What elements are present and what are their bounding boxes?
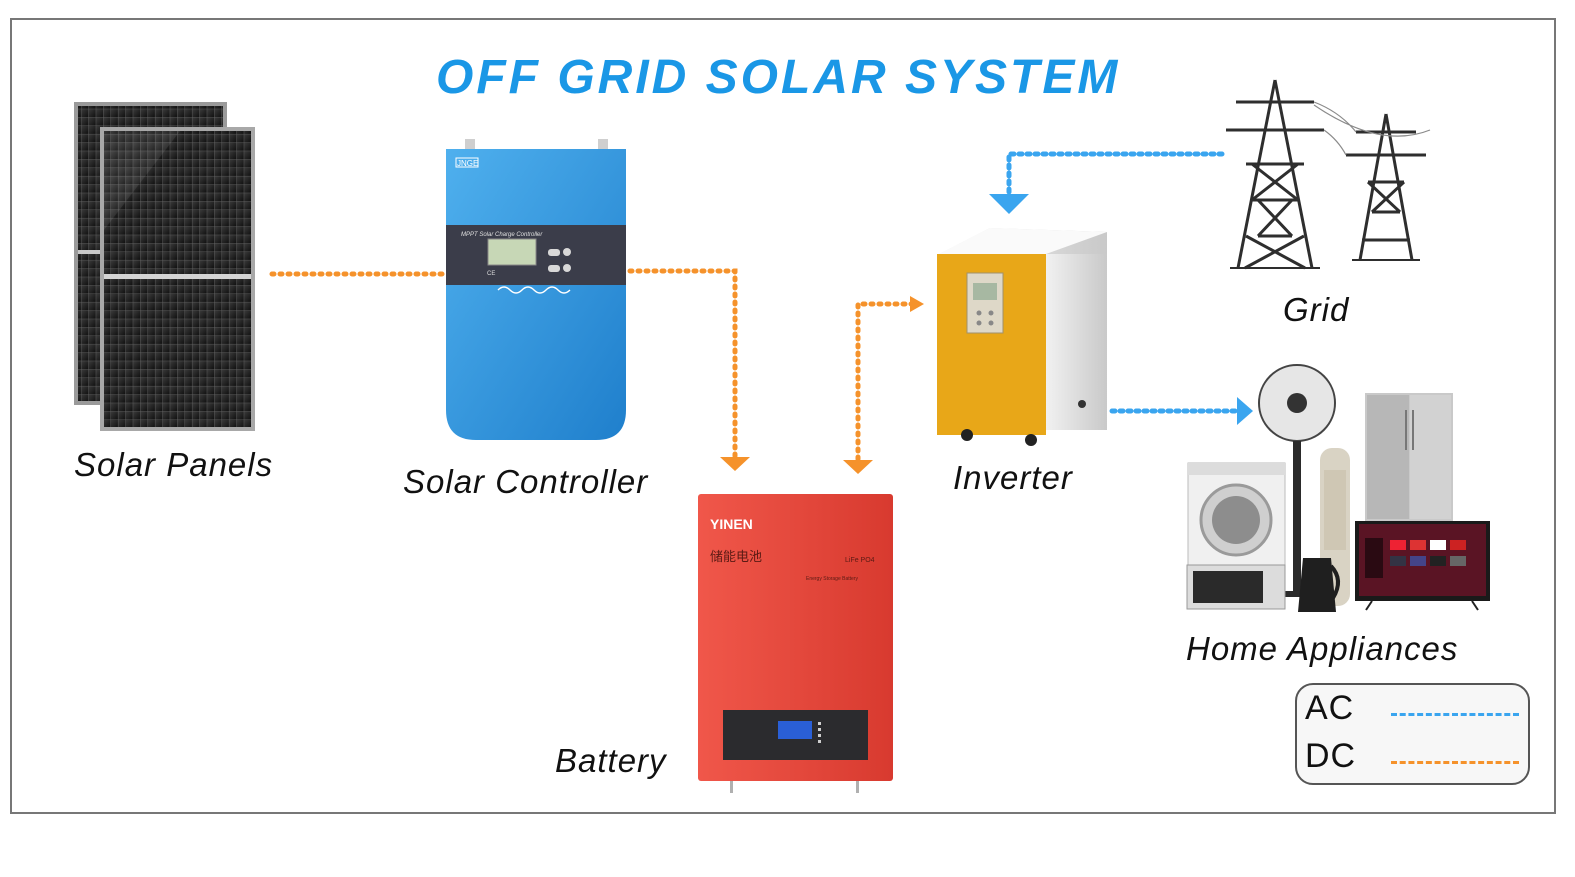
controller-brand-text: JNGE xyxy=(457,159,478,168)
home-appliances-icon xyxy=(1186,364,1490,612)
dc-arrow-into-battery-right xyxy=(843,460,873,474)
battery-subtitle-text: Energy Storage Battery xyxy=(806,576,858,582)
dc-arrow-into-battery xyxy=(720,457,750,471)
dc-arrow-into-inverter xyxy=(910,296,924,312)
solar-controller-icon: JNGE MPPT Solar Charge Controller CE xyxy=(446,139,626,440)
legend-label-ac: AC xyxy=(1305,689,1355,727)
battery-brand-text: YINEN xyxy=(710,516,753,532)
legend: AC DC xyxy=(1295,683,1530,785)
solar-panels-icon xyxy=(74,102,255,431)
battery-chemistry-text: LiFe PO4 xyxy=(845,557,875,564)
inverter-icon xyxy=(937,228,1107,446)
diagram-title: OFF GRID SOLAR SYSTEM xyxy=(436,51,1121,104)
dc-line-battery-to-inverter xyxy=(855,301,915,462)
ac-line-grid-to-inverter xyxy=(1006,151,1225,195)
battery-label: Battery xyxy=(555,742,667,779)
legend-line-ac xyxy=(1391,713,1519,716)
controller-ce-mark: CE xyxy=(487,271,495,277)
grid-towers-icon xyxy=(1226,79,1431,270)
dc-line-controller-to-battery xyxy=(627,268,738,463)
battery-chinese-text: 储能电池 xyxy=(710,550,762,565)
legend-label-dc: DC xyxy=(1305,737,1357,775)
ac-arrow-into-inverter xyxy=(989,194,1029,214)
battery-icon: YINEN 储能电池 LiFe PO4 Energy Storage Batte… xyxy=(698,494,893,793)
controller-panel-text: MPPT Solar Charge Controller xyxy=(461,232,543,238)
legend-row-ac: AC xyxy=(1305,689,1520,729)
legend-line-dc xyxy=(1391,761,1519,764)
ac-arrow-into-appliances xyxy=(1237,397,1253,425)
inverter-label: Inverter xyxy=(953,459,1073,496)
diagram-frame xyxy=(10,18,1556,814)
home-appliances-label: Home Appliances xyxy=(1186,630,1459,667)
grid-label: Grid xyxy=(1283,291,1350,328)
legend-row-dc: DC xyxy=(1305,737,1520,777)
solar-panels-label: Solar Panels xyxy=(74,446,274,483)
solar-controller-label: Solar Controller xyxy=(403,463,649,500)
